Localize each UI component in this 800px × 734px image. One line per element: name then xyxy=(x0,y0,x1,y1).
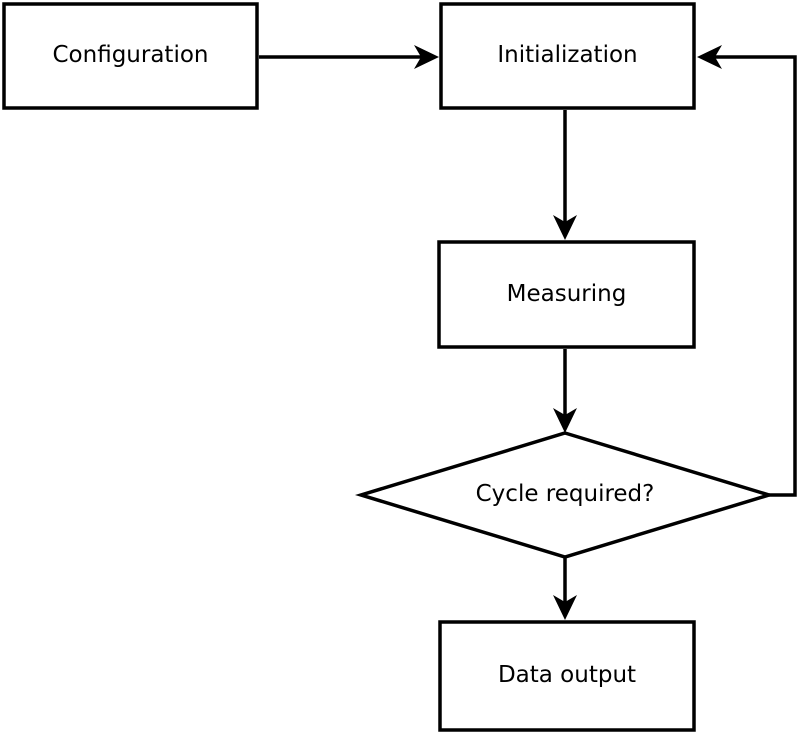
node-cycle-required-shape xyxy=(354,431,776,559)
edge-cycle-required-to-initialization-feedback-line xyxy=(715,55,797,497)
edge-configuration-to-initialization-arrowhead-icon xyxy=(414,45,439,69)
node-initialization-shape xyxy=(439,2,696,110)
edge-initialization-to-measuring-arrowhead-icon xyxy=(553,215,577,240)
edge-measuring-to-cycle-required-arrowhead-icon xyxy=(553,408,577,433)
node-measuring-shape xyxy=(437,240,696,349)
node-data-output-shape xyxy=(438,620,696,732)
node-configuration-shape xyxy=(2,2,259,110)
edge-cycle-required-to-initialization-feedback-arrowhead-icon xyxy=(697,45,722,69)
edge-cycle-required-to-data-output-arrowhead-icon xyxy=(553,595,577,620)
